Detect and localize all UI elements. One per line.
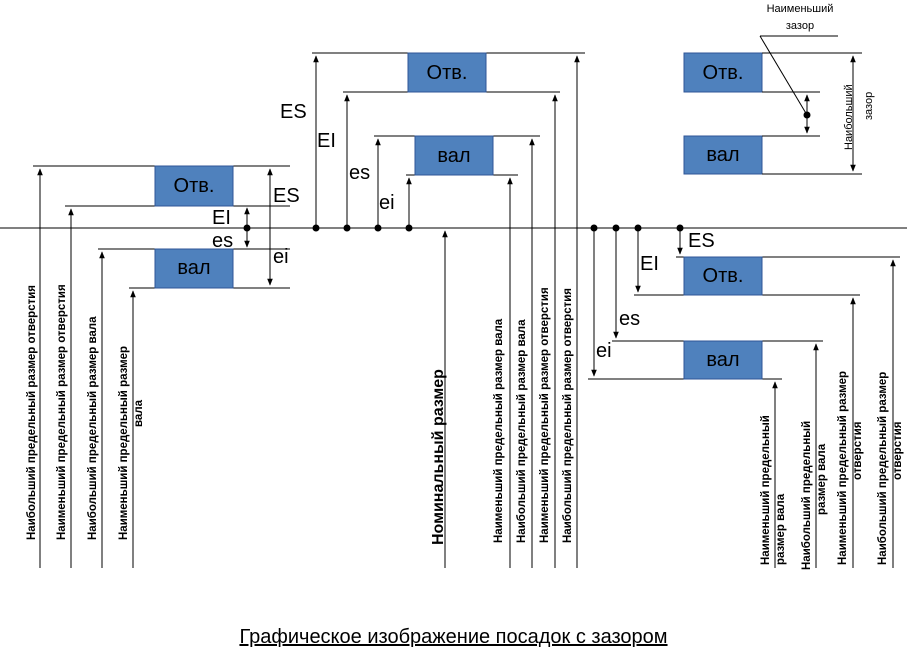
label-r-max-shaft-1: Наибольший предельный bbox=[801, 421, 813, 570]
diagram-caption: Графическое изображение посадок с зазоро… bbox=[0, 626, 907, 649]
label-r-min-shaft-1: Наименьший предельный bbox=[760, 415, 772, 565]
label-max-hole: Наибольший предельный размер отверстия bbox=[562, 288, 574, 543]
hole-box bbox=[683, 52, 763, 93]
middle-group: Отв. вал ES EI es ei Номинальный размер … bbox=[280, 52, 585, 568]
shaft-box bbox=[154, 248, 234, 289]
hole-box bbox=[683, 256, 763, 296]
shaft-label: вал bbox=[177, 257, 210, 279]
shaft-box bbox=[414, 135, 494, 176]
es-text: es bbox=[619, 308, 640, 330]
label-r-max-hole-2: отверстия bbox=[892, 421, 904, 480]
hole-box bbox=[154, 165, 234, 207]
ei-text: ei bbox=[273, 246, 289, 268]
label-r-max-shaft-2: размер вала bbox=[816, 443, 828, 515]
caption-text: Графическое изображение посадок с зазоро… bbox=[239, 626, 668, 648]
label-nominal: Номинальный размер bbox=[430, 369, 447, 545]
EI-text: EI bbox=[212, 207, 231, 229]
label-max-hole: Наибольший предельный размер отверстия bbox=[26, 285, 38, 540]
ES-text: ES bbox=[273, 185, 300, 207]
shaft-label: вал bbox=[706, 144, 739, 166]
ei-text: ei bbox=[379, 192, 395, 214]
hole-label: Отв. bbox=[427, 62, 468, 84]
label-min-hole: Наименьший предельный размер отверстия bbox=[539, 287, 551, 543]
label-r-max-hole-1: Наибольший предельный размер bbox=[877, 372, 889, 565]
clearance-group: Отв. вал Наименьший зазор Наибольший заз… bbox=[683, 3, 875, 175]
label-r-min-shaft-2: размер вала bbox=[775, 493, 787, 565]
label-r-min-hole-1: Наименьший предельный размер bbox=[837, 371, 849, 565]
max-clearance-label-2: зазор bbox=[863, 92, 875, 120]
label-max-shaft: Наибольший предельный размер вала bbox=[87, 316, 99, 540]
shaft-box bbox=[683, 135, 763, 175]
es-text: es bbox=[212, 230, 233, 252]
hole-box bbox=[407, 52, 487, 93]
min-clearance-label-2: зазор bbox=[786, 20, 814, 32]
es-text: es bbox=[349, 162, 370, 184]
hole-label: Отв. bbox=[174, 175, 215, 197]
label-min-shaft-2: вала bbox=[133, 399, 145, 427]
ES-text: ES bbox=[280, 101, 307, 123]
ES-text: ES bbox=[688, 230, 715, 252]
hole-label: Отв. bbox=[703, 265, 744, 287]
label-max-shaft: Наибольший предельный размер вала bbox=[516, 319, 528, 543]
label-min-shaft-1: Наименьший предельный размер bbox=[118, 346, 130, 540]
max-clearance-label-1: Наибольший bbox=[843, 84, 855, 150]
EI-text: EI bbox=[317, 130, 336, 152]
min-clearance-label-1: Наименьший bbox=[767, 3, 834, 15]
label-r-min-hole-2: отверстия bbox=[852, 421, 864, 480]
label-min-shaft: Наименьший предельный размер вала bbox=[493, 318, 505, 543]
hole-label: Отв. bbox=[703, 62, 744, 84]
label-min-hole: Наименьший предельный размер отверстия bbox=[56, 284, 68, 540]
shaft-label: вал bbox=[706, 349, 739, 371]
ei-text: ei bbox=[596, 340, 612, 362]
EI-text: EI bbox=[640, 253, 659, 275]
shaft-label: вал bbox=[437, 145, 470, 167]
left-group: Отв. вал ES EI es ei Наибольший предельн… bbox=[26, 165, 300, 568]
shaft-box bbox=[683, 340, 763, 380]
right-lower-group: Отв. вал ES EI es ei Наименьший предельн… bbox=[588, 224, 904, 570]
